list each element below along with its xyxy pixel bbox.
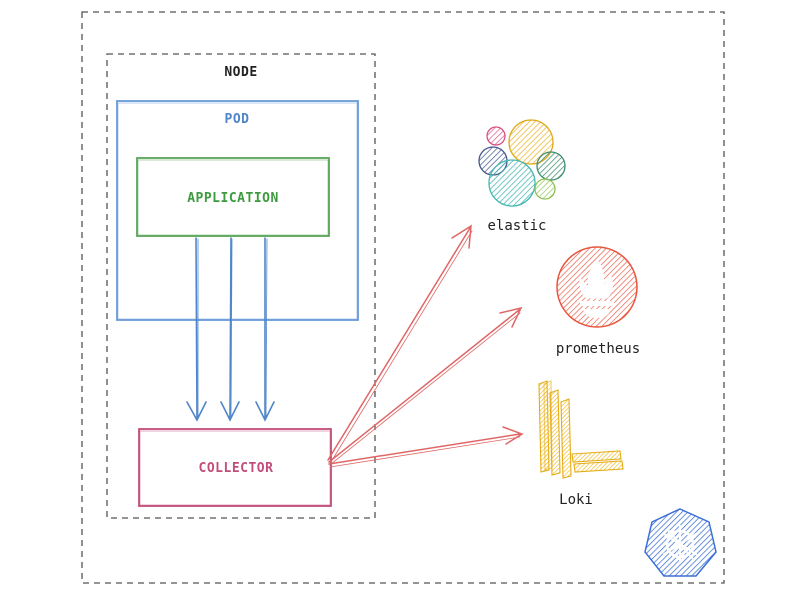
pod-label: POD bbox=[225, 112, 250, 127]
application-box-sketch bbox=[137, 159, 329, 236]
export-arrow-prometheus-sketch bbox=[330, 312, 521, 465]
log-arrow-2-sketch bbox=[230, 238, 233, 418]
loki-logo-icon bbox=[538, 380, 624, 479]
log-flow-arrows bbox=[186, 237, 275, 422]
node-label: NODE bbox=[224, 65, 257, 80]
export-arrow-elastic bbox=[327, 224, 472, 461]
loki-label: Loki bbox=[559, 492, 593, 508]
export-arrow-loki-sketch bbox=[329, 436, 521, 468]
kubernetes-helm-icon bbox=[644, 508, 717, 577]
collector-box-sketch bbox=[139, 430, 331, 506]
pod-box bbox=[116, 100, 359, 321]
prometheus-label: prometheus bbox=[556, 341, 640, 357]
collector-label: COLLECTOR bbox=[199, 461, 274, 476]
elastic-logo-icon bbox=[478, 119, 566, 207]
cluster-boundary bbox=[81, 11, 725, 584]
export-arrow-loki bbox=[328, 426, 524, 465]
application-box bbox=[136, 157, 330, 237]
export-arrows bbox=[327, 224, 524, 468]
log-arrow-3 bbox=[255, 237, 275, 422]
node-boundary bbox=[106, 53, 376, 519]
log-arrow-3-sketch bbox=[265, 238, 268, 418]
pod-box-sketch bbox=[117, 102, 358, 320]
log-arrow-1 bbox=[186, 237, 207, 422]
application-label: APPLICATION bbox=[187, 191, 279, 206]
export-arrow-prometheus bbox=[328, 306, 523, 463]
prometheus-flame-icon bbox=[556, 246, 638, 328]
collector-box bbox=[138, 428, 332, 507]
elastic-label: elastic bbox=[487, 218, 546, 234]
export-arrow-elastic-sketch bbox=[330, 230, 473, 463]
log-arrow-2 bbox=[220, 237, 240, 422]
